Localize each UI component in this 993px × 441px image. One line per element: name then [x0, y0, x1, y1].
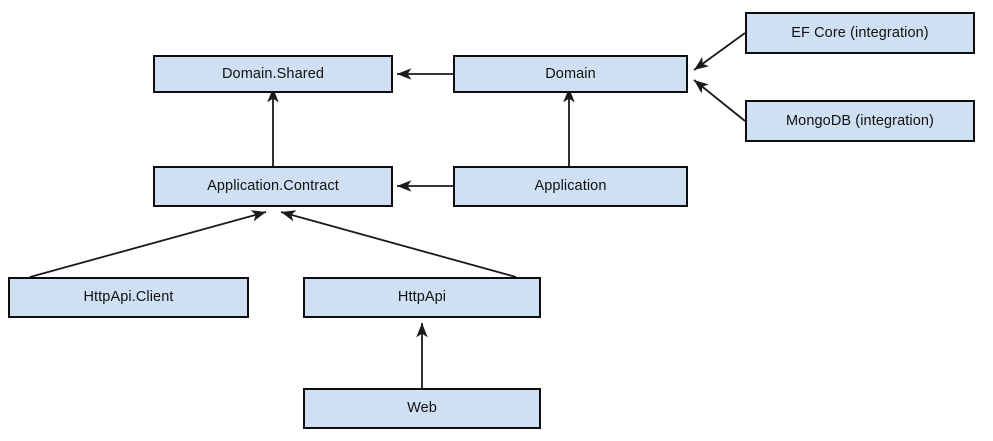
edge-httpapi-client-to-application-contract	[29, 210, 267, 278]
node-httpapi-client[interactable]: HttpApi.Client	[8, 277, 249, 318]
node-label-httpapi: HttpApi	[397, 289, 447, 306]
node-label-domain-shared: Domain.Shared	[221, 65, 325, 82]
edge-httpapi-to-application-contract	[280, 210, 517, 278]
node-label-web: Web	[407, 400, 437, 417]
node-mongodb-integration[interactable]: MongoDB (integration)	[745, 100, 975, 142]
node-label-application-contract: Application.Contract	[207, 178, 339, 195]
edge-mongodb-to-domain	[693, 79, 746, 122]
node-label-ef-core-integration: EF Core (integration)	[791, 24, 929, 41]
node-label-domain: Domain	[545, 65, 596, 82]
node-domain-shared[interactable]: Domain.Shared	[153, 55, 393, 93]
node-web[interactable]: Web	[303, 388, 541, 429]
node-label-application: Application	[534, 178, 607, 195]
node-domain[interactable]: Domain	[453, 55, 688, 93]
node-label-httpapi-client: HttpApi.Client	[83, 289, 174, 306]
node-label-mongodb-integration: MongoDB (integration)	[786, 112, 934, 129]
node-application-contract[interactable]: Application.Contract	[153, 166, 393, 207]
edge-ef-core-to-domain	[693, 32, 746, 71]
node-application[interactable]: Application	[453, 166, 688, 207]
node-ef-core-integration[interactable]: EF Core (integration)	[745, 12, 975, 54]
node-httpapi[interactable]: HttpApi	[303, 277, 541, 318]
